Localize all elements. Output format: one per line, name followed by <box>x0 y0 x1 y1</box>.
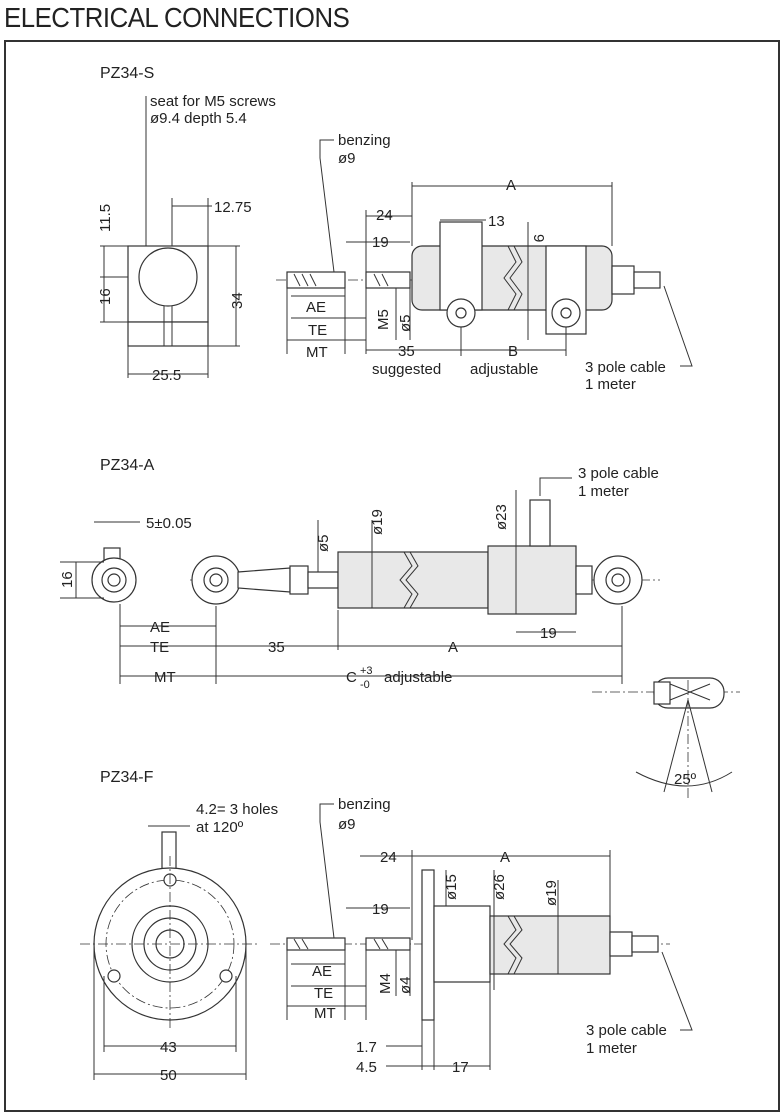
sensor-body <box>489 915 611 975</box>
dim-TE: TE <box>314 985 333 1002</box>
seat-note-line2: ø9.4 depth 5.4 <box>150 110 247 127</box>
dim-TE: TE <box>308 322 327 339</box>
dim-TE: TE <box>150 639 169 656</box>
dim-35: 35 <box>268 639 285 656</box>
cable-leader <box>539 477 572 496</box>
dim-M5: M5 <box>375 309 392 330</box>
dim-24: 24 <box>380 849 397 866</box>
dim-A: A <box>448 639 458 656</box>
dim-16: 16 <box>59 571 76 588</box>
dim-AE: AE <box>312 963 332 980</box>
sensor-body <box>337 551 489 609</box>
cable-gland <box>611 265 635 295</box>
dim-9: 9 <box>530 234 547 242</box>
benzing-leader <box>319 139 335 273</box>
dim-o26: ø26 <box>491 874 508 900</box>
dim-o5: ø5 <box>397 314 414 332</box>
dim-M4: M4 <box>377 973 394 994</box>
dim-25-5: 25.5 <box>152 367 181 384</box>
flange-hub <box>433 905 491 983</box>
cable-label-1: 3 pole cable <box>585 359 666 376</box>
dim-12-75: 12.75 <box>214 199 252 216</box>
flange-plate <box>421 869 435 1021</box>
page-title: ELECTRICAL CONNECTIONS <box>4 2 350 33</box>
dim-A: A <box>506 177 516 194</box>
rod-end-side <box>91 547 137 603</box>
seat-note-line1: seat for M5 screws <box>150 93 276 110</box>
flange-front-view <box>80 825 260 1030</box>
dim-C: C <box>346 669 357 686</box>
benzing-dia: ø9 <box>338 150 356 167</box>
dim-11-5: 11.5 <box>97 204 114 232</box>
dim-tolerance: 5±0.05 <box>146 515 192 532</box>
section-pz34-a: PZ34-A 3 pole cable 1 meter 5±0.05 16 <box>59 457 740 800</box>
dim-C-tol-minus: -0 <box>360 679 370 691</box>
label-adjustable: adjustable <box>384 669 452 686</box>
cable-label-1: 3 pole cable <box>578 465 659 482</box>
dim-19: 19 <box>540 625 557 642</box>
dim-MT: MT <box>154 669 176 686</box>
section-label: PZ34-F <box>100 769 154 786</box>
dim-o4: ø4 <box>397 976 414 994</box>
benzing-leader <box>319 803 335 939</box>
clamp-bore <box>138 247 198 307</box>
section-label: PZ34-S <box>100 65 154 82</box>
sensor-head <box>487 545 577 615</box>
dim-o19: ø19 <box>369 509 386 535</box>
dim-13: 13 <box>488 213 505 230</box>
section-label: PZ34-A <box>100 457 155 474</box>
dim-50: 50 <box>160 1067 177 1084</box>
benzing-label: benzing <box>338 796 391 813</box>
dim-1-7: 1.7 <box>356 1039 377 1056</box>
holes-note-line1: 4.2= 3 holes <box>196 801 278 818</box>
cable-label-2: 1 meter <box>578 483 629 500</box>
cable-label-2: 1 meter <box>585 376 636 393</box>
dim-B: B <box>508 343 518 360</box>
cable-gland <box>529 499 551 547</box>
dim-o5: ø5 <box>315 534 332 552</box>
drawing-frame <box>4 40 780 1112</box>
dim-C-tol-plus: +3 <box>360 665 373 677</box>
cable-leader <box>663 285 693 367</box>
dim-A: A <box>500 849 510 866</box>
dim-34: 34 <box>229 292 246 309</box>
benzing-dia: ø9 <box>338 816 356 833</box>
dim-angle: 25º <box>674 771 697 788</box>
clamp-base <box>127 321 209 347</box>
cable-label-1: 3 pole cable <box>586 1022 667 1039</box>
clamp-side-view <box>127 245 209 347</box>
benzing-label: benzing <box>338 132 391 149</box>
dim-AE: AE <box>306 299 326 316</box>
cable-leader <box>661 951 693 1031</box>
dim-35: 35 <box>398 343 415 360</box>
dim-MT: MT <box>306 344 328 361</box>
dim-o19: ø19 <box>543 880 560 906</box>
dim-24: 24 <box>376 207 393 224</box>
clamp-1 <box>439 221 483 311</box>
dim-MT: MT <box>314 1005 336 1022</box>
holes-note-line2: at 120º <box>196 819 244 836</box>
cable-label-2: 1 meter <box>586 1040 637 1057</box>
swivel-detail: 25º <box>592 677 740 800</box>
dim-17: 17 <box>452 1059 469 1076</box>
dim-19: 19 <box>372 234 389 251</box>
dim-o23: ø23 <box>493 504 510 530</box>
label-adjustable: adjustable <box>470 361 538 378</box>
dim-o15: ø15 <box>443 874 460 900</box>
dim-16: 16 <box>97 288 114 305</box>
section-pz34-f: PZ34-F 4.2= 3 holes at 120º 43 50 benzi <box>80 769 693 1084</box>
dim-AE: AE <box>150 619 170 636</box>
label-suggested: suggested <box>372 361 441 378</box>
section-pz34-s: PZ34-S seat for M5 screws ø9.4 depth 5.4… <box>97 65 693 393</box>
dim-43: 43 <box>160 1039 177 1056</box>
sensor-body <box>411 221 661 335</box>
cable-gland <box>609 931 633 957</box>
dim-19: 19 <box>372 901 389 918</box>
dim-4-5: 4.5 <box>356 1059 377 1076</box>
